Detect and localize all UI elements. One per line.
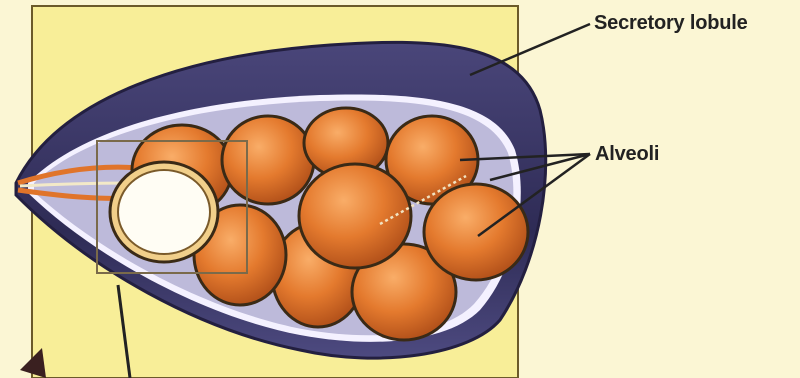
- sectioned-alveolus-lumen: [118, 170, 210, 254]
- alveolus: [299, 164, 411, 268]
- secretory-lobule-label: Secretory lobule: [594, 12, 748, 35]
- alveolus: [222, 116, 314, 204]
- alveoli-label: Alveoli: [595, 143, 659, 166]
- alveolus: [424, 184, 528, 280]
